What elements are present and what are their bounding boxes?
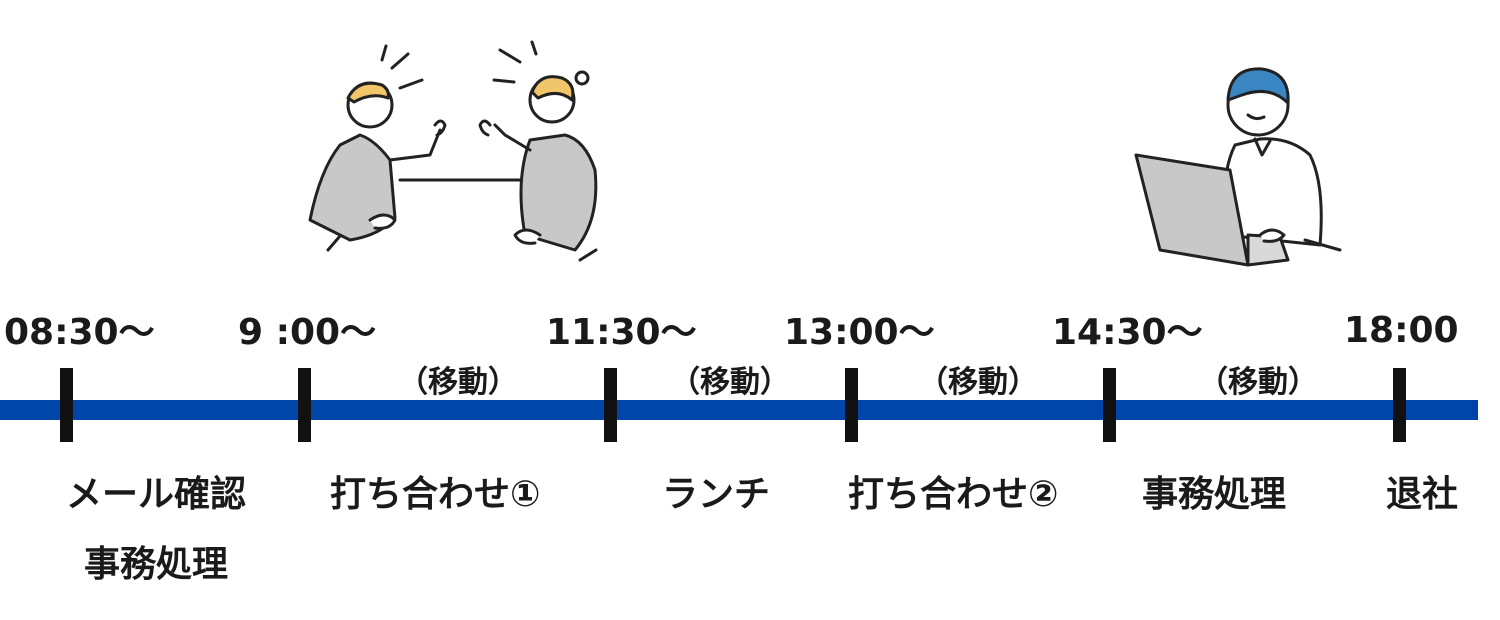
time-label-1800: 18:00 <box>1344 310 1459 351</box>
timeline-bar <box>0 400 1478 420</box>
time-label-0830: 08:30～ <box>4 312 155 353</box>
move-label-2: （移動） <box>670 365 790 400</box>
time-label-1430: 14:30～ <box>1052 312 1203 353</box>
timeline-tick <box>604 368 617 442</box>
timeline-tick <box>1393 368 1406 442</box>
timeline-tick <box>1103 368 1116 442</box>
activity-label-leave: 退社 <box>1386 474 1459 515</box>
timeline-tick <box>60 368 73 442</box>
move-label-1: （移動） <box>398 365 518 400</box>
time-label-0900: 9 :00～ <box>238 312 377 353</box>
laptop-worker-illustration-icon <box>1134 67 1342 267</box>
activity-label-mail: メール確認 <box>66 474 247 515</box>
timeline-tick <box>845 368 858 442</box>
meeting-illustration-icon <box>308 40 598 262</box>
activity-label-meeting-1: 打ち合わせ① <box>330 474 541 515</box>
activity-label-meeting-2: 打ち合わせ② <box>848 474 1059 515</box>
activity-label-office-work-morning: 事務処理 <box>84 544 229 585</box>
activity-label-lunch: ランチ <box>662 474 771 515</box>
move-label-4: （移動） <box>1198 365 1318 400</box>
time-label-1130: 11:30～ <box>546 312 697 353</box>
timeline-tick <box>298 368 311 442</box>
time-label-1300: 13:00～ <box>784 312 935 353</box>
move-label-3: （移動） <box>918 365 1038 400</box>
activity-label-office-work: 事務処理 <box>1142 474 1287 515</box>
